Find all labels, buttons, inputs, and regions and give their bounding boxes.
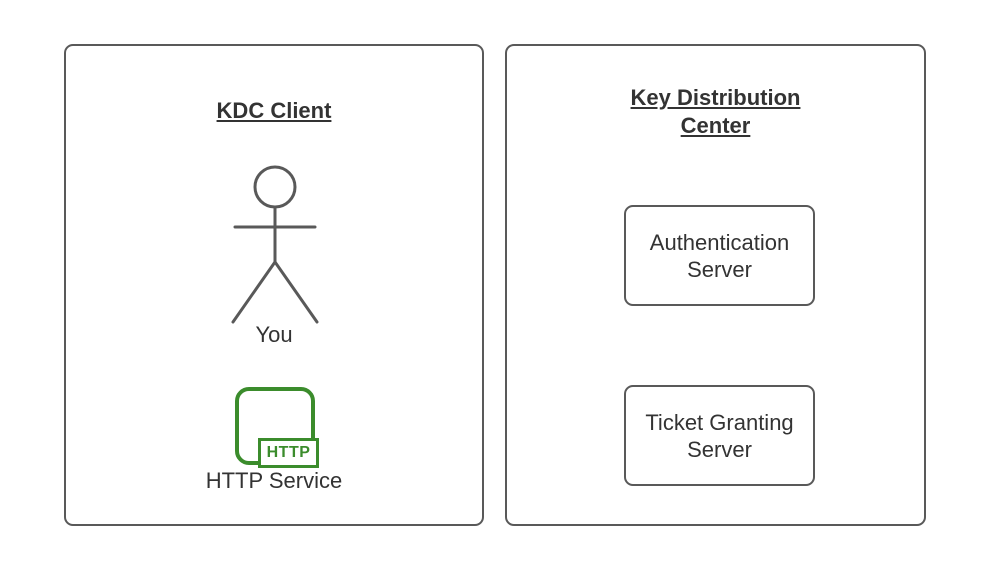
kdc-client-title: KDC Client (216, 98, 332, 123)
http-badge: HTTP (258, 438, 319, 468)
key-distribution-center-title: Key Distribution Center (630, 85, 801, 138)
kdc-client-panel: KDC Client You HTTP HTTP Service (64, 44, 484, 526)
http-service-label: HTTP Service (205, 468, 343, 493)
authentication-server-node: Authentication Server (624, 205, 815, 306)
ticket-granting-server-node: Ticket Granting Server (624, 385, 815, 486)
person-icon (231, 165, 319, 324)
key-distribution-center-panel: Key Distribution Center Authentication S… (505, 44, 926, 526)
actor-label: You (255, 322, 293, 347)
